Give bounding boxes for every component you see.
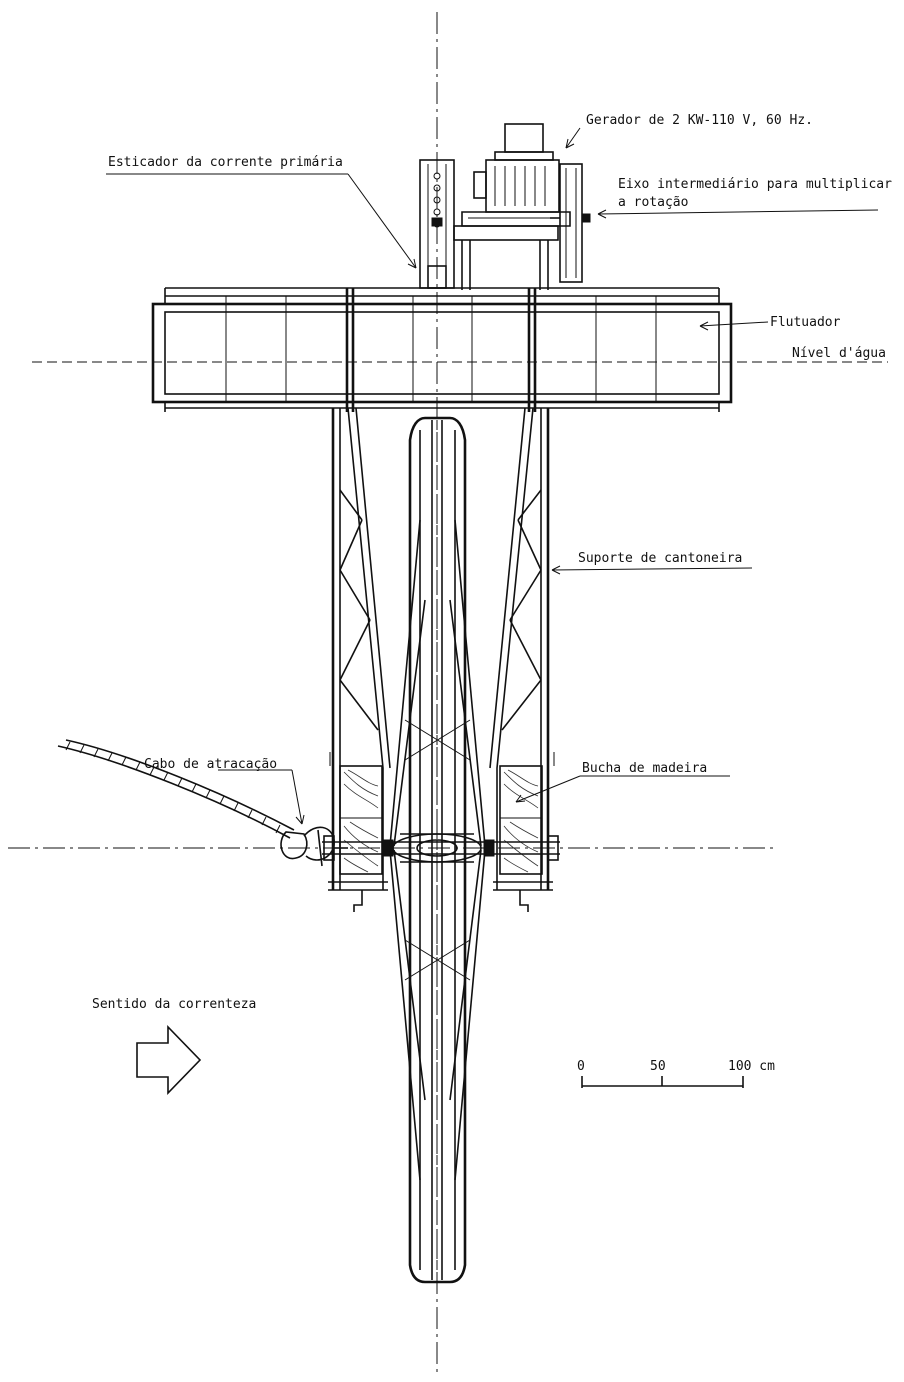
right-angle-support <box>489 407 553 912</box>
generator <box>453 123 571 290</box>
support-label: Suporte de cantoneira <box>578 551 742 566</box>
water-level-label: Nível d'água <box>792 346 886 361</box>
mooring-cable <box>57 739 348 867</box>
left-angle-support <box>328 407 391 912</box>
axle <box>322 752 560 861</box>
float <box>151 287 733 412</box>
tensioner-label: Esticador da corrente primária <box>108 155 343 170</box>
scale-tick-50: 50 <box>650 1059 666 1074</box>
current-direction-label: Sentido da correnteza <box>92 997 256 1012</box>
shaft-label-line2: a rotação <box>618 195 688 210</box>
wood-bushing-label: Bucha de madeira <box>582 761 707 776</box>
left-wood-bushing <box>339 765 383 875</box>
intermediate-shaft-pulley <box>550 163 591 283</box>
float-label: Flutuador <box>770 315 841 330</box>
scale-tick-0: 0 <box>577 1059 585 1074</box>
generator-label: Gerador de 2 KW-110 V, 60 Hz. <box>586 113 813 128</box>
scale-bar <box>581 1076 744 1088</box>
shaft-label-line1: Eixo intermediário para multiplicar <box>618 177 892 192</box>
mooring-cable-label: Cabo de atracação <box>144 757 277 772</box>
chain-tensioner <box>419 159 455 289</box>
wheel <box>389 416 486 1284</box>
right-wood-bushing <box>499 765 543 875</box>
scale-tick-100: 100 cm <box>728 1059 775 1074</box>
current-direction-arrow <box>136 1025 202 1095</box>
leader-lines <box>106 127 879 825</box>
